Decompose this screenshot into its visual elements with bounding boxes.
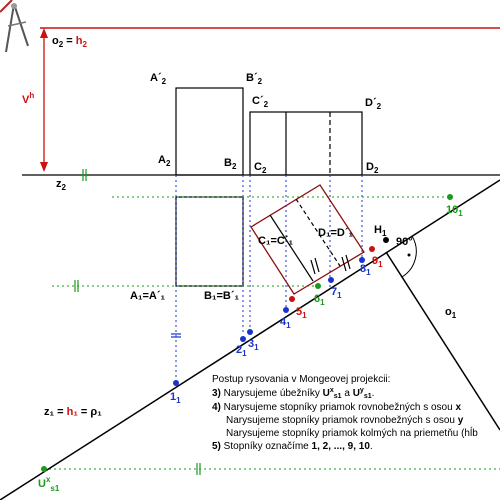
label-A2: A2 <box>158 154 171 168</box>
rotated-inner-edge <box>269 214 314 282</box>
parallel-mark-a <box>74 280 79 292</box>
point-7 <box>328 277 334 283</box>
point-9 <box>369 246 375 252</box>
rect-plan-ab <box>175 196 244 287</box>
label-D2: D2 <box>366 161 379 175</box>
point-8 <box>359 257 365 263</box>
notes-line2: 4) Narysujeme stopníky priamok rovnobežn… <box>212 402 461 413</box>
vh-arrow <box>40 28 48 172</box>
point-ux <box>41 466 47 472</box>
label-z2: z2 <box>56 178 67 192</box>
line-z1-h1 <box>0 179 500 500</box>
right-angle-arc <box>401 235 417 278</box>
notes-line3: Narysujeme stopníky priamok rovnobežných… <box>226 415 464 426</box>
label-8: 81 <box>360 263 371 277</box>
notes-line1: 3) Narysujeme úbežníky Uxs1 a Uys1. <box>212 387 374 400</box>
rect-front-ab <box>175 87 244 176</box>
label-D2p: D´2 <box>365 97 382 111</box>
label-4: 41 <box>280 316 291 330</box>
point-5 <box>289 296 295 302</box>
label-vh: Vh <box>22 91 34 106</box>
label-10: 101 <box>446 204 463 218</box>
label-angle: 90° <box>396 236 413 248</box>
point-3 <box>247 329 253 335</box>
label-D1: D₁=D´₁ <box>318 227 354 239</box>
green-parallels <box>44 196 500 470</box>
point-4 <box>283 307 289 313</box>
label-o1: o1 <box>445 306 457 320</box>
trace-points <box>41 194 453 472</box>
parallel-mark-b <box>196 463 201 475</box>
angle-dot <box>407 253 411 257</box>
label-o2: o2 = h2 <box>52 35 87 49</box>
label-z1: z₁ = h₁ = ρ₁ <box>44 406 102 418</box>
label-9: 91 <box>372 255 383 269</box>
label-B1: B₁=B´₁ <box>204 290 240 302</box>
label-A1: A₁=A´₁ <box>130 290 166 302</box>
rect-front-cd <box>249 111 363 176</box>
label-5: 51 <box>296 306 307 320</box>
compass-icon <box>0 0 29 53</box>
label-B2: B2 <box>224 157 237 171</box>
label-C2: C2 <box>254 161 267 175</box>
notes-block: Postup rysovania v Mongeovej projekcii: … <box>212 374 478 452</box>
label-3: 31 <box>248 338 259 352</box>
notes-line4: Narysujeme stopníky priamok kolmých na p… <box>226 426 478 439</box>
parallel-marks-line <box>310 254 351 275</box>
label-C2p: C´2 <box>252 95 269 109</box>
label-1: 11 <box>170 391 181 405</box>
rotated-rect <box>250 184 365 295</box>
label-ux: Uxs1 <box>38 475 60 493</box>
parallel-mark-z2 <box>82 169 87 181</box>
rotated-hidden-edge <box>295 198 341 267</box>
tick-marks-a1 <box>171 333 181 338</box>
label-A2p: A´2 <box>150 72 167 86</box>
notes-title: Postup rysovania v Mongeovej projekcii: <box>212 374 390 385</box>
label-B2p: B´2 <box>246 72 263 86</box>
projection-lines <box>175 175 363 383</box>
point-2 <box>240 336 246 342</box>
point-6 <box>315 283 321 289</box>
label-7: 71 <box>331 286 342 300</box>
label-C1: C₁=C´₁ <box>258 235 294 247</box>
label-H1: H1 <box>374 224 387 238</box>
point-1 <box>173 380 179 386</box>
label-6: 61 <box>314 293 325 307</box>
notes-line5: 5) Stopníky označíme 1, 2, ..., 9, 10. <box>212 441 373 452</box>
line-o1 <box>385 251 500 431</box>
point-H1 <box>383 237 389 243</box>
label-2: 21 <box>236 344 247 358</box>
point-10 <box>447 194 453 200</box>
